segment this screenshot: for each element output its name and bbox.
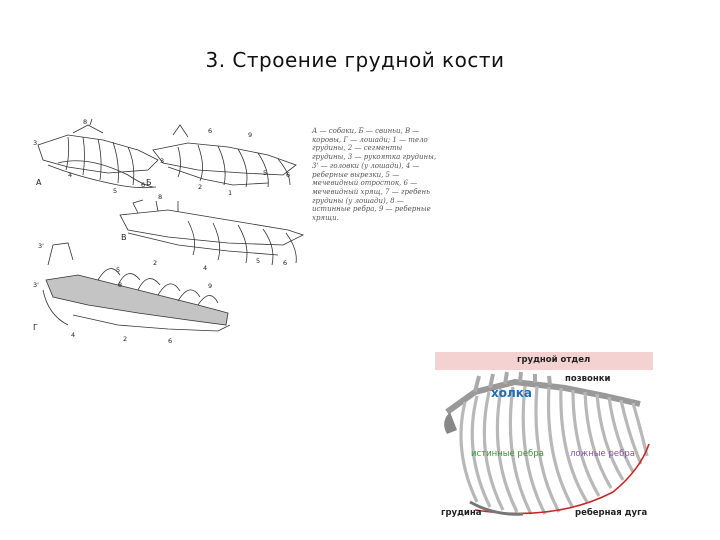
label-num: 5: [263, 169, 267, 177]
drawing-c: [119, 199, 305, 266]
label-num: 2: [198, 183, 202, 191]
header-label: грудной отдел: [517, 355, 591, 365]
label-num: 2: [123, 335, 127, 343]
thorax-svg: [435, 352, 653, 530]
label-num: 9: [208, 282, 212, 290]
letter-a: А: [36, 178, 42, 187]
label-num: 6: [208, 127, 212, 135]
label-num: 8: [158, 193, 162, 201]
label-num: 5: [116, 266, 120, 274]
label-num: 1: [228, 189, 232, 197]
label-num: 8: [118, 281, 122, 289]
true-ribs-label: истинные ребра: [471, 449, 544, 459]
thorax-illustration: грудной отдел позвонки холка истинные ре…: [435, 352, 653, 530]
label-num: 6: [286, 171, 290, 179]
header-band: [435, 352, 653, 370]
drawing-d: [42, 242, 231, 332]
letter-g: Г: [33, 323, 38, 332]
false-ribs-label: ложные ребра: [570, 449, 635, 459]
label-num: 3': [38, 242, 44, 250]
drawing-b: [152, 124, 297, 188]
label-num: 3': [33, 281, 39, 289]
label-num: 4: [71, 331, 75, 339]
label-num: 4: [68, 171, 72, 179]
sternum-drawings: А Б В Г 8 3 4 5 6 6 9 3 2 1 5 6 8 2 4 5 …: [33, 118, 305, 345]
withers-label: холка: [491, 386, 533, 400]
slide-title: 3. Строение грудной кости: [205, 48, 505, 72]
label-num: 4: [203, 264, 207, 272]
label-num: 6: [168, 337, 172, 345]
vertebrae-label: позвонки: [565, 374, 611, 384]
letter-b: Б: [146, 178, 152, 187]
label-num: 5: [256, 257, 260, 265]
drawing-a: [37, 118, 159, 189]
label-num: 6: [283, 259, 287, 267]
label-num: 9: [248, 131, 252, 139]
costal-arch-label: реберная дуга: [575, 508, 648, 518]
label-num: 2: [153, 259, 157, 267]
label-num: 6: [141, 181, 145, 189]
label-num: 3: [33, 139, 37, 147]
letter-v: В: [121, 233, 127, 242]
sternum-drawings-figure: А Б В Г 8 3 4 5 6 6 9 3 2 1 5 6 8 2 4 5 …: [28, 115, 310, 350]
label-num: 8: [83, 118, 87, 126]
label-num: 3: [160, 157, 164, 165]
sternum-label: грудина: [441, 508, 482, 518]
figure-caption: А — собаки, Б — свиньи, В — коровы, Г — …: [312, 127, 437, 223]
label-num: 5: [113, 187, 117, 195]
